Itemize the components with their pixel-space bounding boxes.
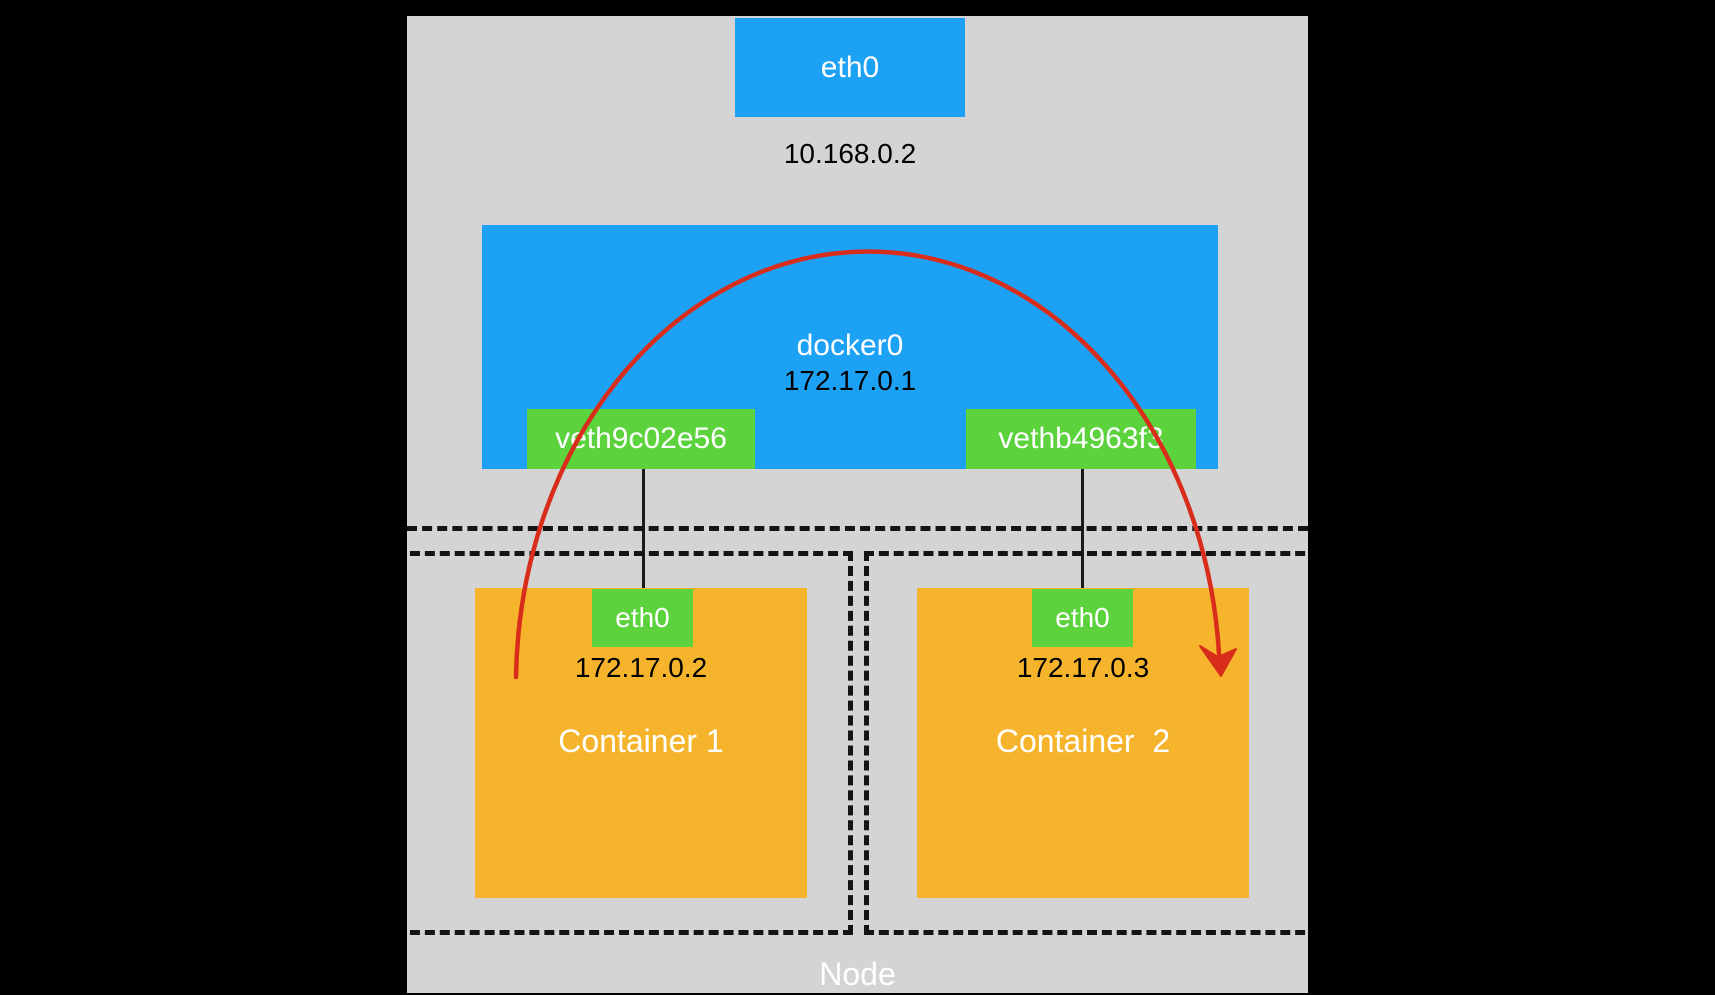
bridge-name-label: docker0 <box>796 329 904 362</box>
veth-left-box: veth9c02e56 <box>527 409 755 469</box>
container2-ip-label: 172.17.0.3 <box>1016 652 1150 683</box>
container1-name-label: Container 1 <box>558 723 724 759</box>
veth-right-box: vethb4963f3 <box>966 409 1196 469</box>
node-label: Node <box>819 956 896 992</box>
host-eth0-box: eth0 <box>735 18 965 117</box>
node-panel: eth0 10.168.0.2 docker0 172.17.0.1 veth9… <box>407 16 1308 993</box>
bridge-ip-label: 172.17.0.1 <box>783 365 917 396</box>
docker0-bridge-box: docker0 172.17.0.1 veth9c02e56 vethb4963… <box>482 225 1218 469</box>
host-ip-label: 10.168.0.2 <box>783 138 917 169</box>
container2-eth0-box: eth0 <box>1032 589 1133 647</box>
container1-ip-label: 172.17.0.2 <box>574 652 708 683</box>
container1-eth0-box: eth0 <box>592 589 693 647</box>
container2-name-label: Container 2 <box>995 723 1171 759</box>
host-namespace-divider <box>407 526 1308 531</box>
